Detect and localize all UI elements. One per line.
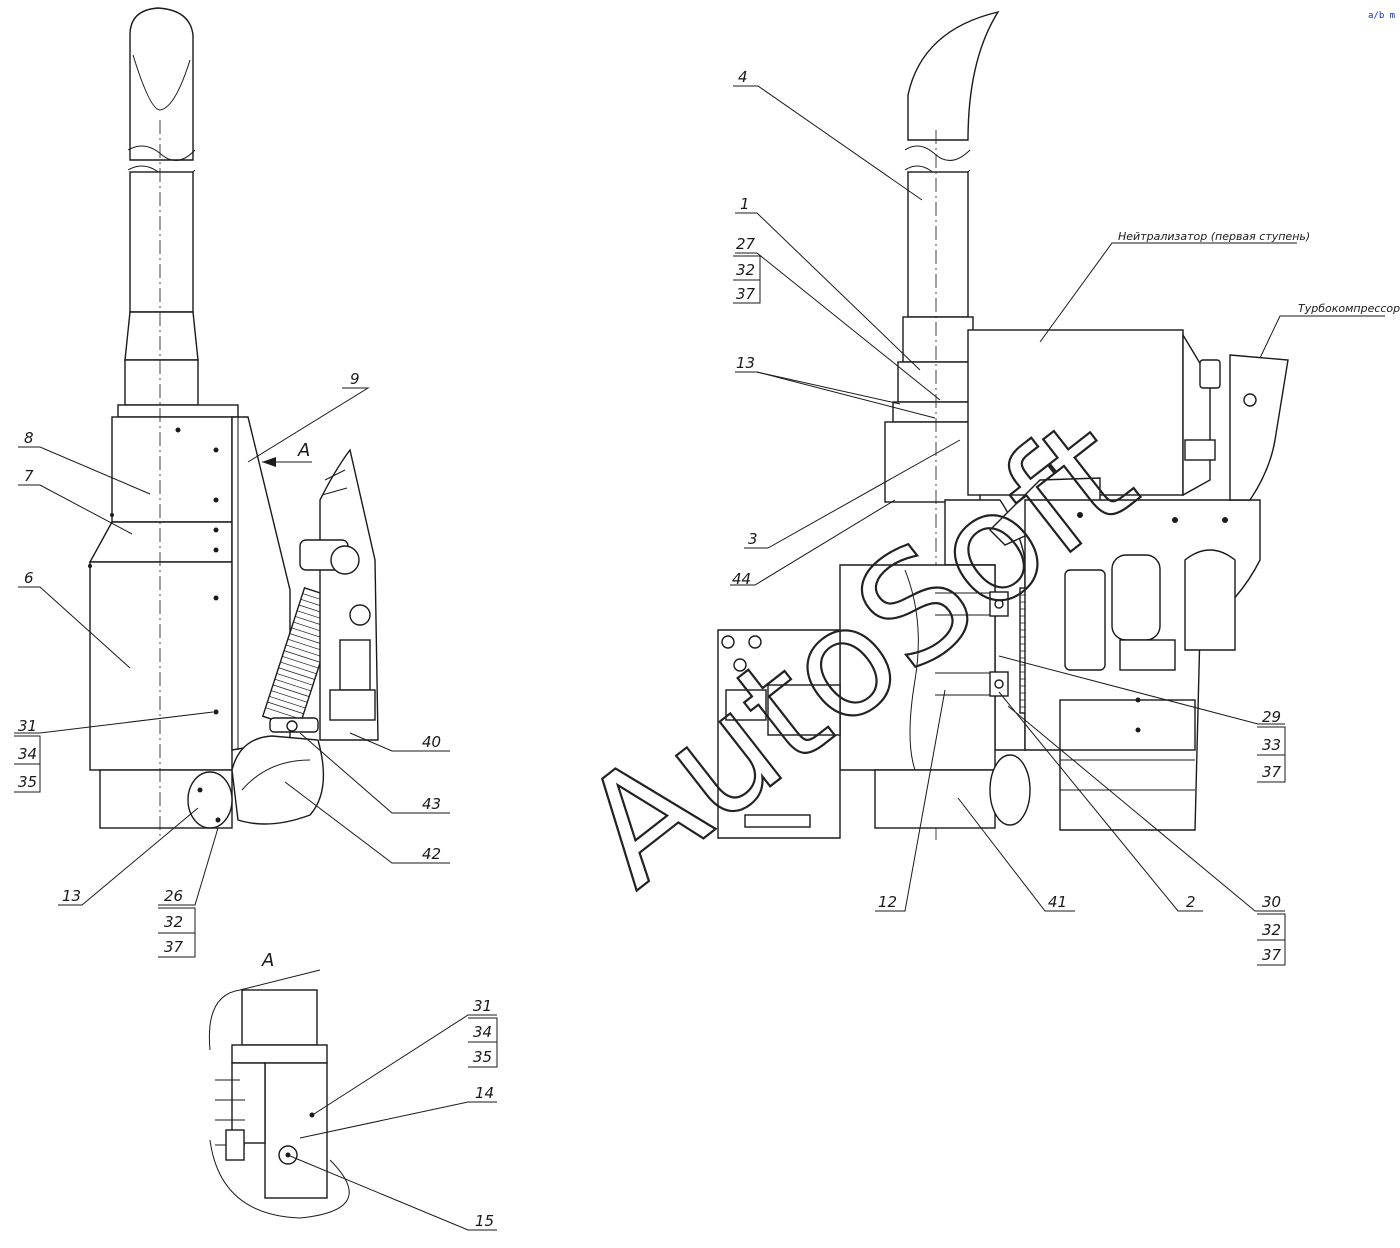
turbocharger — [1229, 354, 1289, 501]
callout-26: 26 — [164, 887, 183, 905]
left-view: A — [88, 7, 379, 840]
callout-30: 30 — [1262, 893, 1281, 911]
callout-44: 44 — [732, 570, 751, 588]
right-view — [717, 10, 1289, 840]
callout-37a: 37 — [164, 938, 184, 956]
neutralizer-note: Нейтрализатор (первая ступень) — [1118, 230, 1310, 243]
callout-34b: 34 — [473, 1023, 492, 1041]
corner-mark: a/b m — [1368, 11, 1395, 21]
pipe-cap-left — [129, 7, 194, 161]
callout-37d: 37 — [1262, 946, 1282, 964]
elbow-42 — [231, 735, 325, 825]
callout-35: 35 — [18, 773, 37, 791]
callout-15: 15 — [475, 1212, 494, 1230]
callout-9: 9 — [350, 370, 360, 388]
callout-32b: 32 — [736, 261, 755, 279]
callout-42: 42 — [422, 845, 441, 863]
callout-32c: 32 — [1262, 921, 1281, 939]
neutralizer-box — [967, 329, 1184, 496]
callout-12: 12 — [878, 893, 897, 911]
view-a: A — [208, 950, 350, 1219]
callout-34: 34 — [18, 745, 37, 763]
callout-33: 33 — [1262, 736, 1281, 754]
turbocharger-note: Турбокомпрессор — [1298, 302, 1400, 315]
pipe-right — [907, 171, 969, 318]
callout-31: 31 — [18, 717, 37, 735]
view-arrow-label: A — [297, 440, 310, 461]
callout-37c: 37 — [1262, 763, 1282, 781]
pipe-left — [129, 171, 194, 313]
callout-1: 1 — [740, 195, 750, 213]
callout-7: 7 — [24, 467, 34, 485]
callout-6: 6 — [24, 569, 34, 587]
callout-14: 14 — [475, 1084, 494, 1102]
callout-8: 8 — [24, 429, 34, 447]
callout-4: 4 — [738, 68, 748, 86]
callout-32a: 32 — [164, 913, 183, 931]
callout-13-left: 13 — [62, 887, 81, 905]
leader-lines — [14, 85, 1385, 1231]
callout-40: 40 — [422, 733, 441, 751]
silencer-body — [89, 561, 233, 771]
callout-2: 2 — [1186, 893, 1196, 911]
callout-13-right: 13 — [736, 354, 755, 372]
view-label: A — [261, 950, 274, 971]
pipe-cap-right — [907, 10, 1000, 141]
silencer-upper — [111, 416, 233, 523]
callout-31b: 31 — [473, 997, 492, 1015]
callout-27: 27 — [736, 235, 756, 253]
callout-37b: 37 — [736, 285, 756, 303]
view-a-pipe — [241, 989, 318, 1046]
callout-3: 3 — [748, 530, 758, 548]
callout-29: 29 — [1262, 708, 1281, 726]
callout-43: 43 — [422, 795, 441, 813]
callout-35b: 35 — [473, 1048, 492, 1066]
callout-41: 41 — [1048, 893, 1067, 911]
callout-labels: 9 8 7 6 31 34 35 40 43 42 13 26 32 37 4 … — [18, 68, 1400, 1230]
